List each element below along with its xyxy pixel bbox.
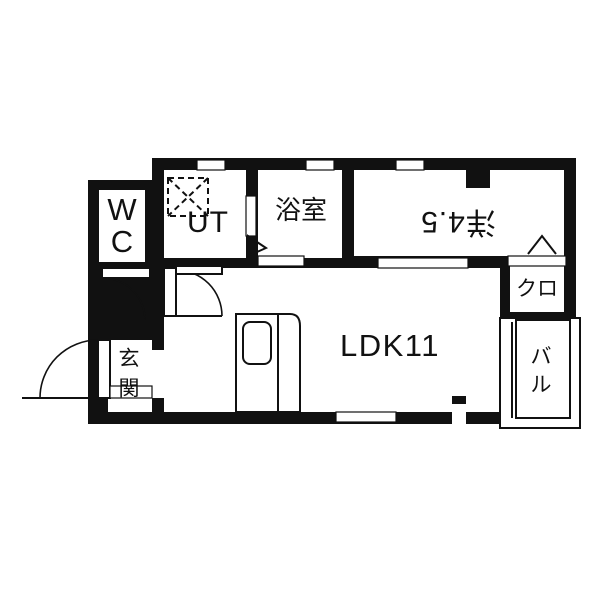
toilet-door-leaf bbox=[101, 267, 151, 279]
sliding-door-room45 bbox=[377, 257, 469, 269]
washing-machine-space-icon bbox=[167, 177, 209, 217]
bathroom-door-panel bbox=[245, 195, 257, 237]
kitchen-sink-icon bbox=[242, 321, 272, 365]
room-label-ut: UT bbox=[187, 206, 229, 239]
room-interior-room45 bbox=[354, 170, 564, 256]
windows bbox=[196, 159, 425, 423]
room-label-bath: 浴室 bbox=[275, 195, 327, 225]
window-western-room bbox=[395, 159, 425, 171]
utility-hall-opening bbox=[257, 255, 305, 267]
closet-door-triangle bbox=[527, 234, 557, 255]
room-label-wc-line1: W bbox=[107, 192, 137, 227]
room-interior-bath bbox=[258, 170, 342, 258]
room-label-balcony-line1: バ bbox=[531, 346, 552, 369]
room-labels: W C UT 浴室 洋4.5 LDK11 クロ バ ル 玄 関 bbox=[107, 192, 558, 400]
room-label-wc-line2: C bbox=[111, 224, 133, 259]
ldk-lower-opening bbox=[109, 385, 153, 399]
room-interior-closet bbox=[510, 264, 564, 312]
entrance-door-arc bbox=[39, 339, 99, 399]
closet-door-panel bbox=[507, 255, 567, 267]
window-utility bbox=[196, 159, 226, 171]
utility-door-leaf bbox=[163, 267, 177, 317]
room-label-balcony-line2: ル bbox=[531, 374, 552, 397]
room-label-ldk: LDK11 bbox=[340, 328, 440, 363]
toilet-door-arc bbox=[102, 277, 146, 321]
room-interior-genkan bbox=[108, 340, 152, 412]
room-interiors bbox=[99, 170, 568, 418]
room-label-genkan-line1: 玄 bbox=[119, 348, 140, 371]
washing-machine-x-icon bbox=[167, 177, 209, 217]
room-label-genkan-line2: 関 bbox=[119, 378, 140, 401]
fixtures bbox=[167, 177, 301, 413]
window-ldk-south bbox=[335, 411, 397, 423]
entrance-door-leaf bbox=[97, 339, 111, 399]
balcony-outline bbox=[499, 317, 581, 429]
room-label-room45: 洋4.5 bbox=[420, 205, 496, 238]
genkan-ldk-opening bbox=[152, 350, 166, 398]
bathroom-door-triangle bbox=[247, 234, 269, 258]
room-interior-wc bbox=[99, 190, 145, 262]
window-bathroom bbox=[305, 159, 335, 171]
room-label-closet: クロ bbox=[516, 278, 558, 301]
doors-and-openings bbox=[22, 195, 567, 399]
